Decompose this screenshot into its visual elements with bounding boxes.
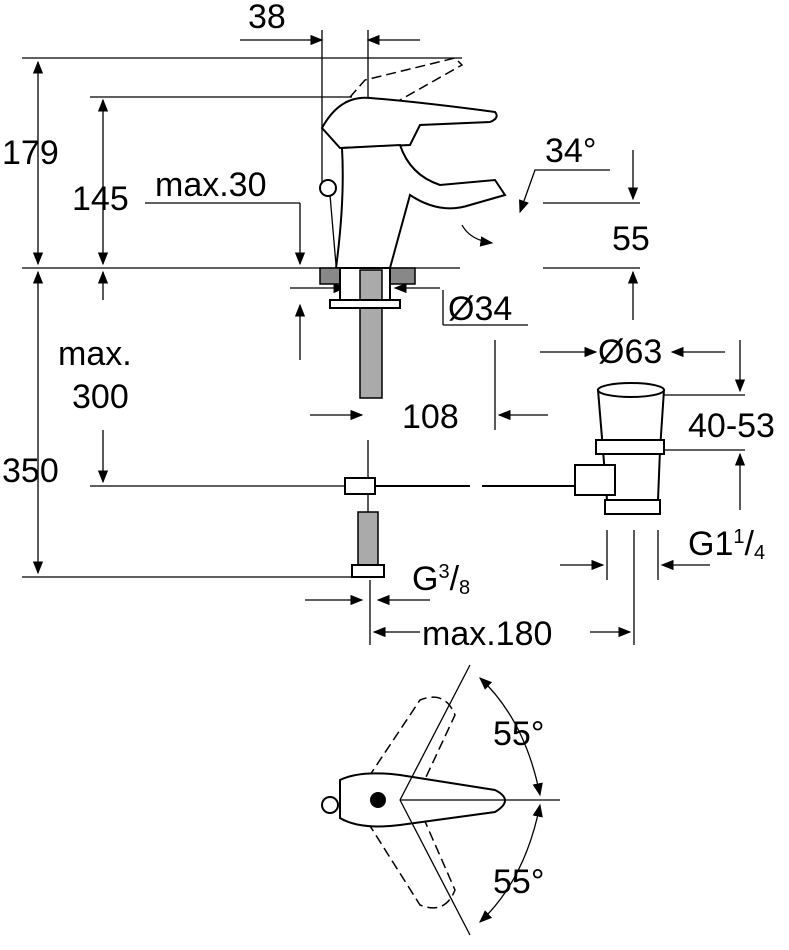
dim-dia34: Ø34 xyxy=(448,290,512,328)
waste-valve xyxy=(574,382,666,515)
dim-38: 38 xyxy=(248,0,286,36)
dim-max180: max.180 xyxy=(422,615,552,653)
dim-350: 350 xyxy=(2,452,59,490)
dim-108: 108 xyxy=(402,398,459,436)
supply-pipe xyxy=(344,440,580,578)
angle-55-top: 55° xyxy=(493,715,544,753)
angle-34: 34° xyxy=(545,132,596,170)
faucet-body xyxy=(319,57,507,399)
reference-lines xyxy=(22,30,745,645)
dimension-arrows xyxy=(32,34,746,638)
dim-max30: max.30 xyxy=(155,166,267,204)
dim-40-53: 40-53 xyxy=(688,407,775,445)
angle-55-bottom: 55° xyxy=(493,863,544,901)
thread-g1-quarter: G11/4 xyxy=(688,525,765,564)
dim-300: 300 xyxy=(72,378,129,416)
thread-g3-8: G3/8 xyxy=(412,560,470,599)
dim-145: 145 xyxy=(72,180,129,218)
dim-dia63: Ø63 xyxy=(598,333,662,371)
dim-179: 179 xyxy=(2,134,59,172)
dim-55: 55 xyxy=(612,220,650,258)
top-view xyxy=(321,664,560,936)
dim-max: max. xyxy=(58,335,132,373)
